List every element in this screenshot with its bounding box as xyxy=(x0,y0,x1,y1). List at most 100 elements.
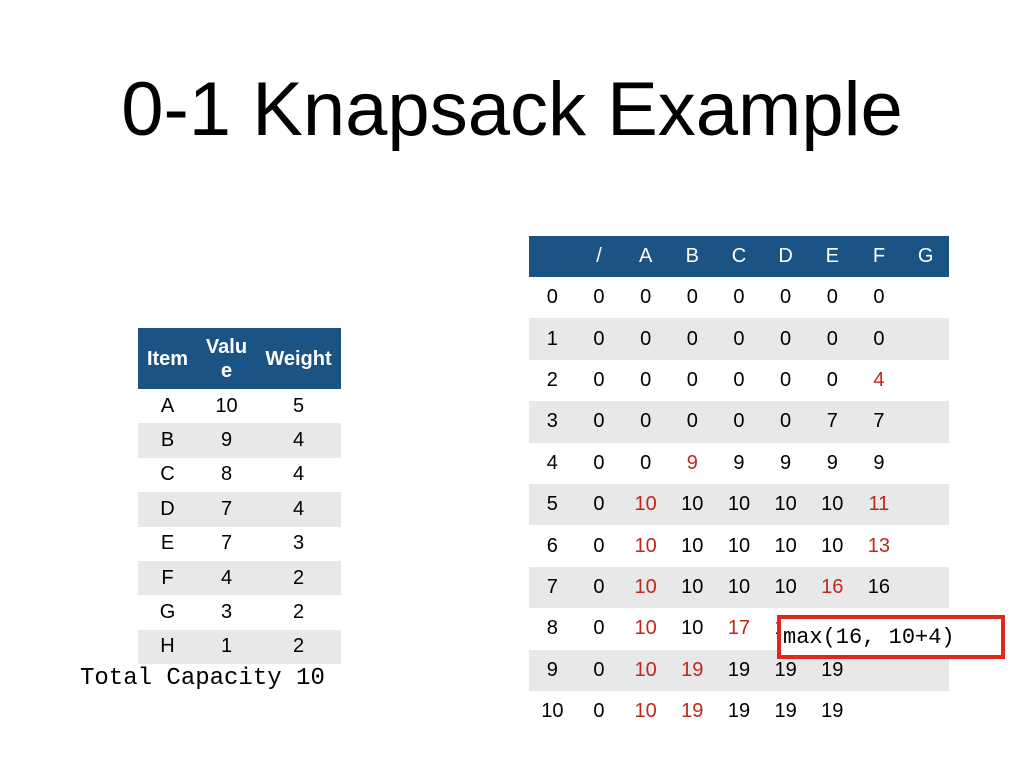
dp-value-cell: 4 xyxy=(873,368,885,391)
item-name-cell: F xyxy=(138,560,197,596)
dp-value-cell: 10 xyxy=(727,534,751,557)
item-name-cell: A xyxy=(160,394,175,417)
dp-header-cell: A xyxy=(622,236,669,277)
item-weight-cell: 2 xyxy=(256,629,341,665)
dp-value-cell: 0 xyxy=(826,286,838,309)
item-weight-cell: 2 xyxy=(292,601,305,624)
dp-value-cell: 10 xyxy=(622,483,669,526)
dp-value-cell: 7 xyxy=(855,401,903,443)
max-annotation: max(16, 10+4) xyxy=(777,615,1005,659)
dp-header-cell: C xyxy=(715,236,763,277)
dp-header-cell: G xyxy=(902,236,949,277)
items-header-value: Valu e xyxy=(197,328,256,389)
dp-value-cell: 0 xyxy=(686,368,698,391)
dp-row: 6 0 10 10 10 10 10 13 xyxy=(529,525,949,566)
item-name-cell: B xyxy=(138,423,197,458)
dp-value-cell: 10 xyxy=(762,566,809,609)
dp-value-cell: 0 xyxy=(593,534,605,557)
dp-value-cell: 19 xyxy=(715,649,763,691)
dp-value-cell: 10 xyxy=(821,534,844,557)
dp-capacity-cell: 7 xyxy=(529,566,576,609)
dp-value-cell: 19 xyxy=(821,700,844,723)
dp-value-cell: 0 xyxy=(715,318,763,360)
dp-value-cell: 0 xyxy=(593,451,605,474)
dp-value-cell: 19 xyxy=(681,700,704,723)
dp-value-cell xyxy=(902,443,949,484)
dp-value-cell: 0 xyxy=(575,401,623,443)
items-row: A 10 5 xyxy=(138,389,341,423)
dp-value-cell: 9 xyxy=(733,451,745,474)
dp-value-cell: 0 xyxy=(575,649,623,691)
item-name-cell: C xyxy=(160,463,175,486)
dp-capacity-cell: 9 xyxy=(529,649,576,691)
item-value-cell: 9 xyxy=(197,423,256,458)
dp-value-cell: 0 xyxy=(593,286,605,309)
dp-header-cell: F xyxy=(855,236,903,277)
dp-value-cell: 0 xyxy=(780,286,792,309)
dp-value-cell: 0 xyxy=(715,401,763,443)
dp-header-cell: / xyxy=(575,236,623,277)
dp-value-cell: 10 xyxy=(681,534,704,557)
dp-value-cell: 0 xyxy=(575,566,623,609)
dp-value-cell: 0 xyxy=(873,286,885,309)
dp-value-cell: 10 xyxy=(715,483,763,526)
dp-value-cell: 9 xyxy=(826,451,838,474)
dp-value-cell: 9 xyxy=(780,451,792,474)
item-weight-cell: 3 xyxy=(292,532,305,555)
dp-value-cell: 0 xyxy=(640,286,652,309)
dp-value-cell: 10 xyxy=(808,483,856,526)
dp-header-cell: E xyxy=(808,236,856,277)
dp-capacity-cell: 6 xyxy=(546,534,558,557)
item-weight-cell: 4 xyxy=(292,463,305,486)
dp-value-cell: 0 xyxy=(855,318,903,360)
dp-value-cell: 0 xyxy=(622,318,669,360)
dp-value-cell: 10 xyxy=(634,534,657,557)
items-header-value-label: Valu e xyxy=(205,335,248,382)
dp-value-cell: 7 xyxy=(808,401,856,443)
dp-value-cell: 0 xyxy=(640,451,652,474)
dp-value-cell: 0 xyxy=(733,368,745,391)
dp-value-cell: 10 xyxy=(668,483,716,526)
dp-value-cell: 13 xyxy=(867,534,891,557)
dp-capacity-cell: 2 xyxy=(546,368,558,391)
items-header-row: Item Valu e Weight xyxy=(138,328,341,389)
dp-value-cell: 16 xyxy=(808,566,856,609)
total-capacity: Total Capacity 10 xyxy=(80,665,325,692)
dp-value-cell: 0 xyxy=(593,617,605,640)
dp-value-cell xyxy=(902,691,949,732)
dp-header-cell xyxy=(529,236,576,277)
slide-title: 0-1 Knapsack Example xyxy=(121,67,903,152)
dp-value-cell: 0 xyxy=(808,318,856,360)
dp-header-cell: B xyxy=(668,236,716,277)
dp-value-cell: 0 xyxy=(622,401,669,443)
dp-value-cell: 10 xyxy=(774,534,797,557)
dp-value-cell: 0 xyxy=(686,286,698,309)
item-value-cell: 7 xyxy=(220,532,233,555)
dp-value-cell: 10 xyxy=(681,617,704,640)
dp-value-cell xyxy=(902,277,949,318)
dp-value-cell xyxy=(902,525,949,566)
dp-header-cell: D xyxy=(762,236,809,277)
dp-capacity-cell: 4 xyxy=(546,451,558,474)
dp-value-cell: 0 xyxy=(762,401,809,443)
dp-value-cell: 10 xyxy=(622,649,669,691)
item-name-cell: D xyxy=(138,492,197,527)
item-value-cell: 10 xyxy=(215,394,238,417)
dp-value-cell: 0 xyxy=(575,318,623,360)
dp-value-cell xyxy=(902,318,949,360)
item-weight-cell: 5 xyxy=(292,394,305,417)
items-header-item: Item xyxy=(138,328,197,389)
